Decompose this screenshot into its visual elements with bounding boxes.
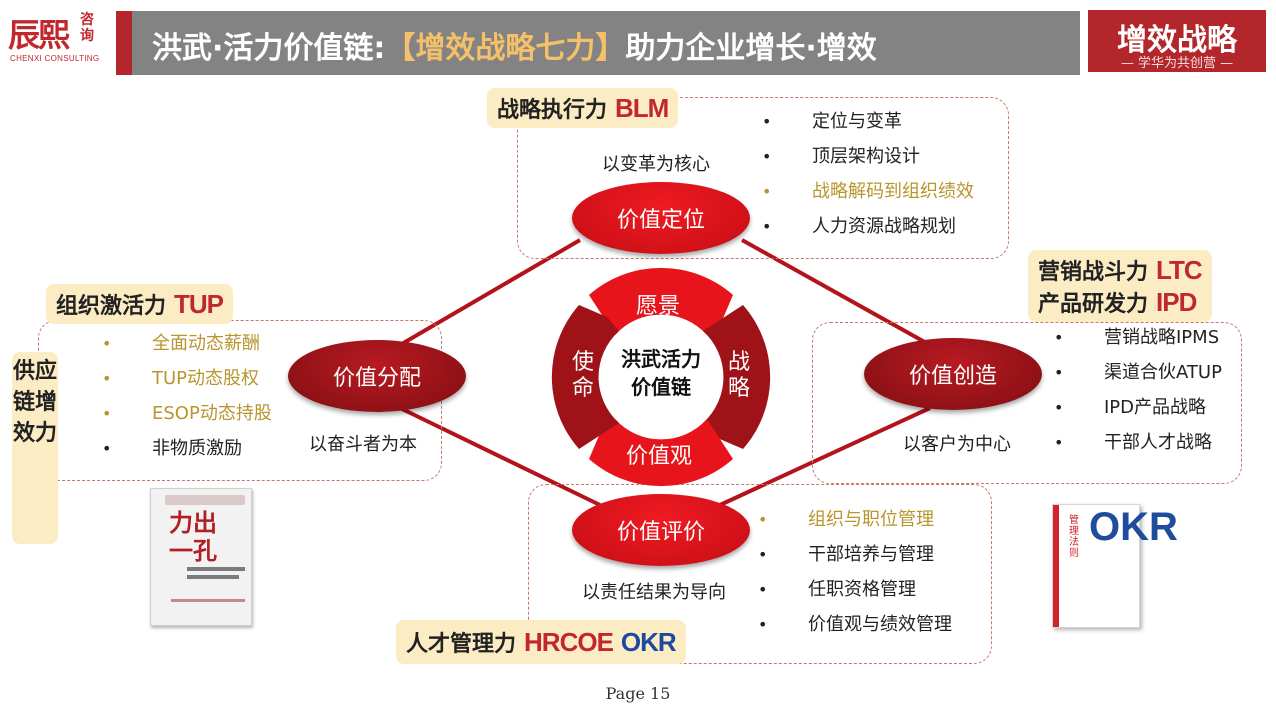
list-item: 任职资格管理 (758, 572, 952, 607)
ipd-label: 产品研发力 (1038, 292, 1149, 317)
list-item: IPD产品战略 (1054, 390, 1222, 425)
ltc-label: 营销战斗力 (1038, 260, 1149, 285)
title-part-b: 助力企业增长·增效 (625, 31, 877, 66)
ltc-tag: 营销战斗力 LTC 产品研发力 IPD (1028, 250, 1212, 322)
book-subtitle-line (187, 575, 239, 579)
list-item: ESOP动态持股 (102, 396, 272, 431)
list-item: 营销战略IPMS (1054, 320, 1222, 355)
hr-box (528, 484, 992, 664)
ltc-box (812, 322, 1242, 484)
ipd-acronym: IPD (1156, 286, 1197, 317)
list-item: 干部人才战略 (1054, 425, 1222, 460)
wheel-center-line1: 洪武活力 (621, 347, 701, 371)
logo-english: CHENXI CONSULTING (10, 54, 100, 63)
value-creation-ellipse: 价值创造 (864, 338, 1042, 410)
logo-small-text: 咨询 (80, 12, 94, 44)
book-footer-line (171, 599, 245, 602)
ltc-list: 营销战略IPMS 渠道合伙ATUP IPD产品战略 干部人才战略 (1054, 320, 1222, 460)
tup-acronym: TUP (174, 288, 224, 319)
book-title: OKR (1089, 505, 1178, 549)
list-item: TUP动态股权 (102, 361, 272, 396)
title-highlight: 【增效战略七力】 (385, 31, 626, 66)
supply-chain-tag: 供应链增效力 (12, 352, 58, 544)
connector-bottom-right (719, 406, 931, 507)
tup-note: 以奋斗者为本 (309, 434, 417, 455)
tup-tag: 组织激活力 TUP (46, 284, 234, 324)
title-part-a: 洪武·活力价值链: (152, 31, 386, 66)
wheel-segment-strategy (703, 305, 771, 449)
wheel-center-circle (603, 319, 719, 435)
hrcoe-acronym: HRCOE (524, 626, 614, 657)
list-item: 组织与职位管理 (758, 502, 952, 537)
ltc-note: 以客户为中心 (903, 434, 1011, 455)
hr-list: 组织与职位管理 干部培养与管理 任职资格管理 价值观与绩效管理 (758, 502, 952, 642)
logo-chinese: 辰熙 (8, 16, 70, 54)
ipd-tag-row: 产品研发力 IPD (1038, 286, 1202, 318)
book-title: 力出一孔 (169, 509, 217, 565)
brand-main-text: 增效战略 (1117, 23, 1237, 58)
book-cover-lichuyikong: 力出一孔 (150, 488, 252, 626)
header-bar: 洪武·活力价值链:【增效战略七力】助力企业增长·增效 (116, 11, 1080, 75)
book-cover-okr: 管理法则 OKR (1052, 504, 1178, 628)
blm-tag: 战略执行力 BLM (487, 88, 679, 128)
list-item: 人力资源战略规划 (762, 209, 974, 244)
wheel-segment-values (589, 419, 733, 487)
value-chain-wheel (551, 267, 771, 487)
hr-label: 人才管理力 (406, 632, 517, 657)
blm-label: 战略执行力 (497, 98, 608, 123)
list-item: 价值观与绩效管理 (758, 607, 952, 642)
blm-acronym: BLM (615, 92, 669, 123)
wheel-label-values: 价值观 (626, 444, 693, 469)
list-item: 战略解码到组织绩效 (762, 174, 974, 209)
value-evaluation-ellipse: 价值评价 (572, 494, 750, 566)
list-item: 渠道合伙ATUP (1054, 355, 1222, 390)
list-item: 非物质激励 (102, 431, 272, 466)
book-subtitle-line (187, 567, 245, 571)
page-title: 洪武·活力价值链:【增效战略七力】助力企业增长·增效 (152, 23, 877, 67)
list-item: 全面动态薪酬 (102, 326, 272, 361)
page-number: Page 15 (605, 684, 671, 703)
blm-list: 定位与变革 顶层架构设计 战略解码到组织绩效 人力资源战略规划 (762, 104, 974, 244)
okr-acronym: OKR (620, 626, 677, 657)
tup-label: 组织激活力 (56, 294, 167, 319)
blm-box (517, 97, 1009, 259)
ltc-acronym: LTC (1156, 254, 1203, 285)
list-item: 干部培养与管理 (758, 537, 952, 572)
book-banner (165, 495, 245, 505)
wheel-segment-vision (589, 267, 733, 335)
list-item: 定位与变革 (762, 104, 974, 139)
hr-note: 以责任结果为导向 (582, 582, 726, 603)
wheel-center-line2: 价值链 (631, 375, 691, 399)
brand-sub-text: — 学华为共创营 — (1120, 56, 1234, 71)
value-distribution-ellipse: 价值分配 (288, 340, 466, 412)
wheel-label-mission: 使命 (572, 350, 595, 401)
ltc-tag-row: 营销战斗力 LTC (1038, 254, 1203, 286)
book-side-title: 管理法则 (1069, 515, 1079, 559)
list-item: 顶层架构设计 (762, 139, 974, 174)
wheel-center-text: 洪武活力 价值链 (605, 345, 717, 401)
company-logo: 辰熙 咨询 CHENXI CONSULTING (8, 10, 108, 68)
blm-note: 以变革为核心 (602, 154, 710, 175)
wheel-segment-mission (551, 305, 619, 449)
connector-top-right (741, 238, 931, 347)
brand-badge: 增效战略 — 学华为共创营 — (1088, 10, 1266, 72)
wheel-label-vision: 愿景 (636, 294, 681, 319)
value-positioning-ellipse: 价值定位 (572, 182, 750, 254)
connector-bottom-left (399, 406, 601, 507)
wheel-label-strategy: 战略 (728, 350, 751, 401)
book-spine (1053, 505, 1059, 627)
tup-list: 全面动态薪酬 TUP动态股权 ESOP动态持股 非物质激励 (102, 326, 272, 466)
